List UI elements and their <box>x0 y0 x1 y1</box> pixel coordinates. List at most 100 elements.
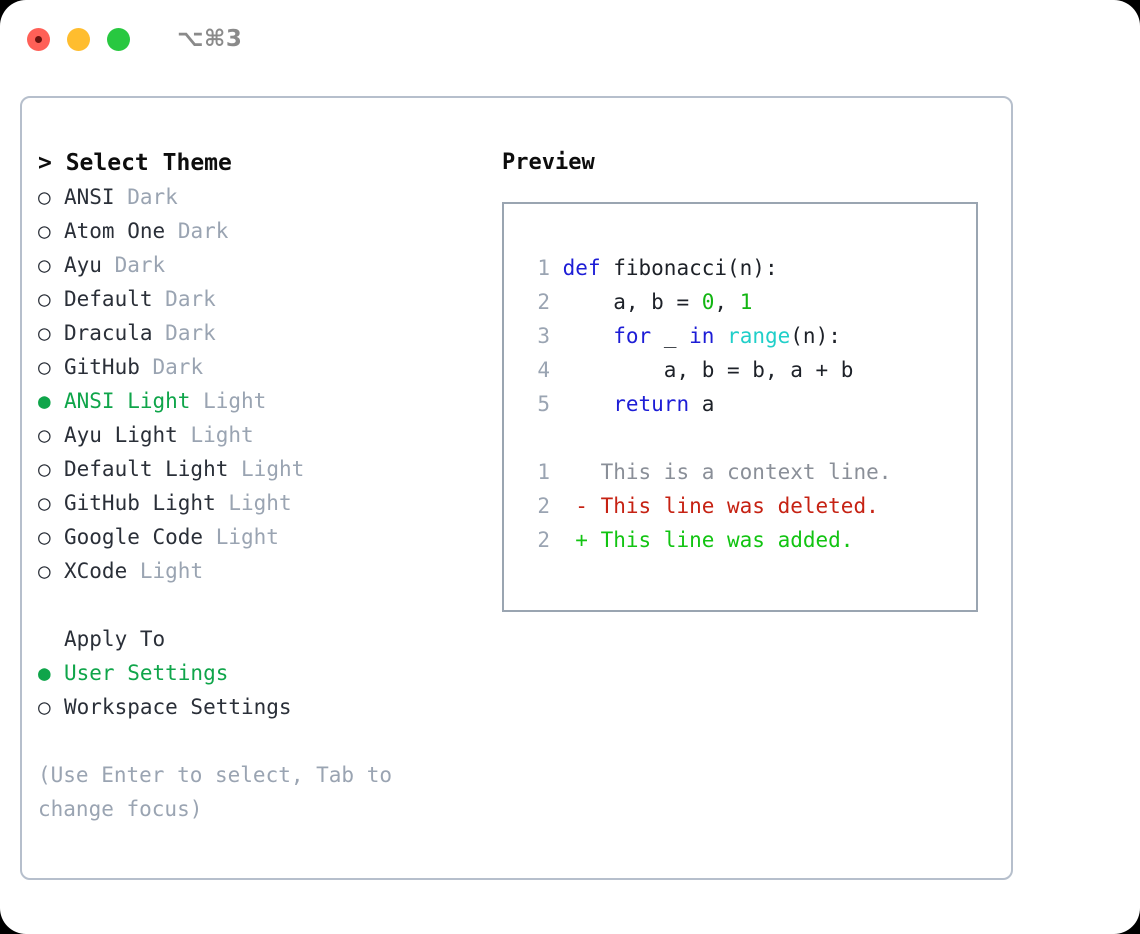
theme-option-atom-one[interactable]: ○Atom One Dark <box>38 214 478 248</box>
code-token: return <box>613 392 690 416</box>
keyboard-hint-text: (Use Enter to select, Tab to change focu… <box>38 763 405 821</box>
apply-to-list: ● User Settings ○ Workspace Settings <box>38 656 478 724</box>
diff-line-ctx: 1 This is a context line. <box>524 455 891 489</box>
code-token: _ <box>651 324 690 348</box>
theme-option-category: Dark <box>127 185 178 209</box>
line-number: 3 <box>537 324 550 348</box>
code-token: a, b = <box>562 290 702 314</box>
diff-text: This is a context line. <box>600 460 892 484</box>
theme-list: ○ANSI Dark○Atom One Dark○Ayu Dark○Defaul… <box>38 180 478 588</box>
code-token: , <box>714 290 740 314</box>
diff-marker: - <box>575 494 601 518</box>
radio-unselected-icon: ○ <box>38 695 51 719</box>
line-number: 2 <box>537 290 550 314</box>
code-line: 5 return a <box>524 387 891 421</box>
theme-option-category: Dark <box>152 355 204 379</box>
theme-option-name: ANSI <box>64 185 115 209</box>
preview-heading: Preview <box>502 150 595 175</box>
theme-option-name: GitHub Light <box>64 491 216 515</box>
theme-option-ansi-light[interactable]: ● ANSI Light Light <box>38 384 478 418</box>
window-traffic-lights <box>27 27 130 51</box>
apply-to-option-workspace-settings[interactable]: ○ Workspace Settings <box>38 690 478 724</box>
theme-option-ayu-light[interactable]: ○Ayu Light Light <box>38 418 478 452</box>
code-token: range <box>727 324 791 348</box>
preview-spacer <box>524 421 891 455</box>
code-token <box>714 324 727 348</box>
theme-option-name: GitHub <box>64 355 140 379</box>
radio-unselected-icon: ○ <box>38 457 51 481</box>
theme-option-google-code[interactable]: ○ Google Code Light <box>38 520 478 554</box>
theme-option-category: Dark <box>177 219 229 243</box>
code-line: 4 a, b = b, a + b <box>524 353 891 387</box>
code-token: 1 <box>739 290 753 314</box>
code-token <box>563 324 614 348</box>
theme-option-category: Light <box>241 457 305 481</box>
theme-option-name: Default Light <box>64 457 229 481</box>
radio-unselected-icon: ○ <box>38 355 51 379</box>
code-token: def <box>562 256 601 280</box>
line-number: 4 <box>537 358 550 382</box>
apply-to-heading: Apply To <box>64 627 166 651</box>
diff-text: This line was added. <box>600 528 854 552</box>
code-token: for <box>613 324 652 348</box>
theme-option-category: Dark <box>114 253 166 277</box>
diff-marker <box>575 460 600 484</box>
line-number: 1 <box>537 256 550 280</box>
theme-option-ayu[interactable]: ○ Ayu Dark <box>38 248 478 282</box>
radio-unselected-icon: ○ <box>38 525 51 549</box>
radio-unselected-icon: ○ <box>38 219 51 243</box>
diff-line-del: 2 - This line was deleted. <box>524 489 891 523</box>
theme-option-category: Dark <box>165 287 216 311</box>
theme-option-category: Light <box>203 389 267 413</box>
theme-option-name: Default <box>64 287 153 311</box>
theme-option-name: Ayu <box>64 253 102 277</box>
code-token: a <box>689 392 715 416</box>
radio-unselected-icon: ○ <box>38 321 51 345</box>
maximize-window-icon[interactable] <box>107 27 130 51</box>
keyboard-shortcut-label: ⌥⌘3 <box>177 26 243 52</box>
code-token: fibonacci(n): <box>600 256 778 280</box>
preview-column: Preview 1 def fibonacci(n):2 a, b = 0, 1… <box>502 146 992 612</box>
apply-to-option-name: Workspace Settings <box>64 695 292 719</box>
theme-option-dracula[interactable]: ○Dracula Dark <box>38 316 478 350</box>
theme-option-name: ANSI Light <box>64 389 191 413</box>
code-token: (n): <box>790 324 841 348</box>
panel-columns: > Select Theme ○ANSI Dark○Atom One Dark○… <box>22 98 1011 878</box>
line-number: 5 <box>537 392 550 416</box>
code-line: 1 def fibonacci(n): <box>524 251 891 285</box>
diff-marker: + <box>575 528 601 552</box>
radio-unselected-icon: ○ <box>38 185 51 209</box>
theme-option-github-light[interactable]: ○GitHub Light Light <box>38 486 478 520</box>
theme-option-category: Dark <box>165 321 216 345</box>
theme-option-category: Light <box>215 525 279 549</box>
radio-selected-icon: ● <box>38 661 51 685</box>
theme-option-ansi[interactable]: ○ ANSI Dark <box>38 180 478 214</box>
theme-option-category: Light <box>139 559 204 583</box>
window-titlebar: ⌥⌘3 <box>0 0 1140 78</box>
apply-to-option-user-settings[interactable]: ● User Settings <box>38 656 478 690</box>
code-token <box>563 392 614 416</box>
theme-option-name: Google Code <box>64 525 204 549</box>
radio-unselected-icon: ○ <box>38 559 51 583</box>
theme-option-name: XCode <box>64 559 128 583</box>
theme-option-github[interactable]: ○ GitHub Dark <box>38 350 478 384</box>
line-number: 2 <box>537 528 550 552</box>
theme-option-category: Light <box>228 491 292 515</box>
radio-selected-icon: ● <box>38 389 51 413</box>
theme-option-xcode[interactable]: ○ XCode Light <box>38 554 478 588</box>
minimize-window-icon[interactable] <box>67 27 90 51</box>
theme-option-default[interactable]: ○Default Dark <box>38 282 478 316</box>
diff-line-add: 2 + This line was added. <box>524 523 891 557</box>
code-token: a, b = b, a + b <box>562 358 854 382</box>
theme-option-category: Light <box>190 423 254 447</box>
code-token: 0 <box>701 290 715 314</box>
code-line: 2 a, b = 0, 1 <box>524 285 891 319</box>
theme-option-name: Ayu Light <box>64 423 178 447</box>
radio-unselected-icon: ○ <box>38 253 51 277</box>
apply-to-option-name: User Settings <box>64 661 229 685</box>
close-window-icon[interactable] <box>27 27 50 51</box>
theme-option-default-light[interactable]: ○ Default Light Light <box>38 452 478 486</box>
